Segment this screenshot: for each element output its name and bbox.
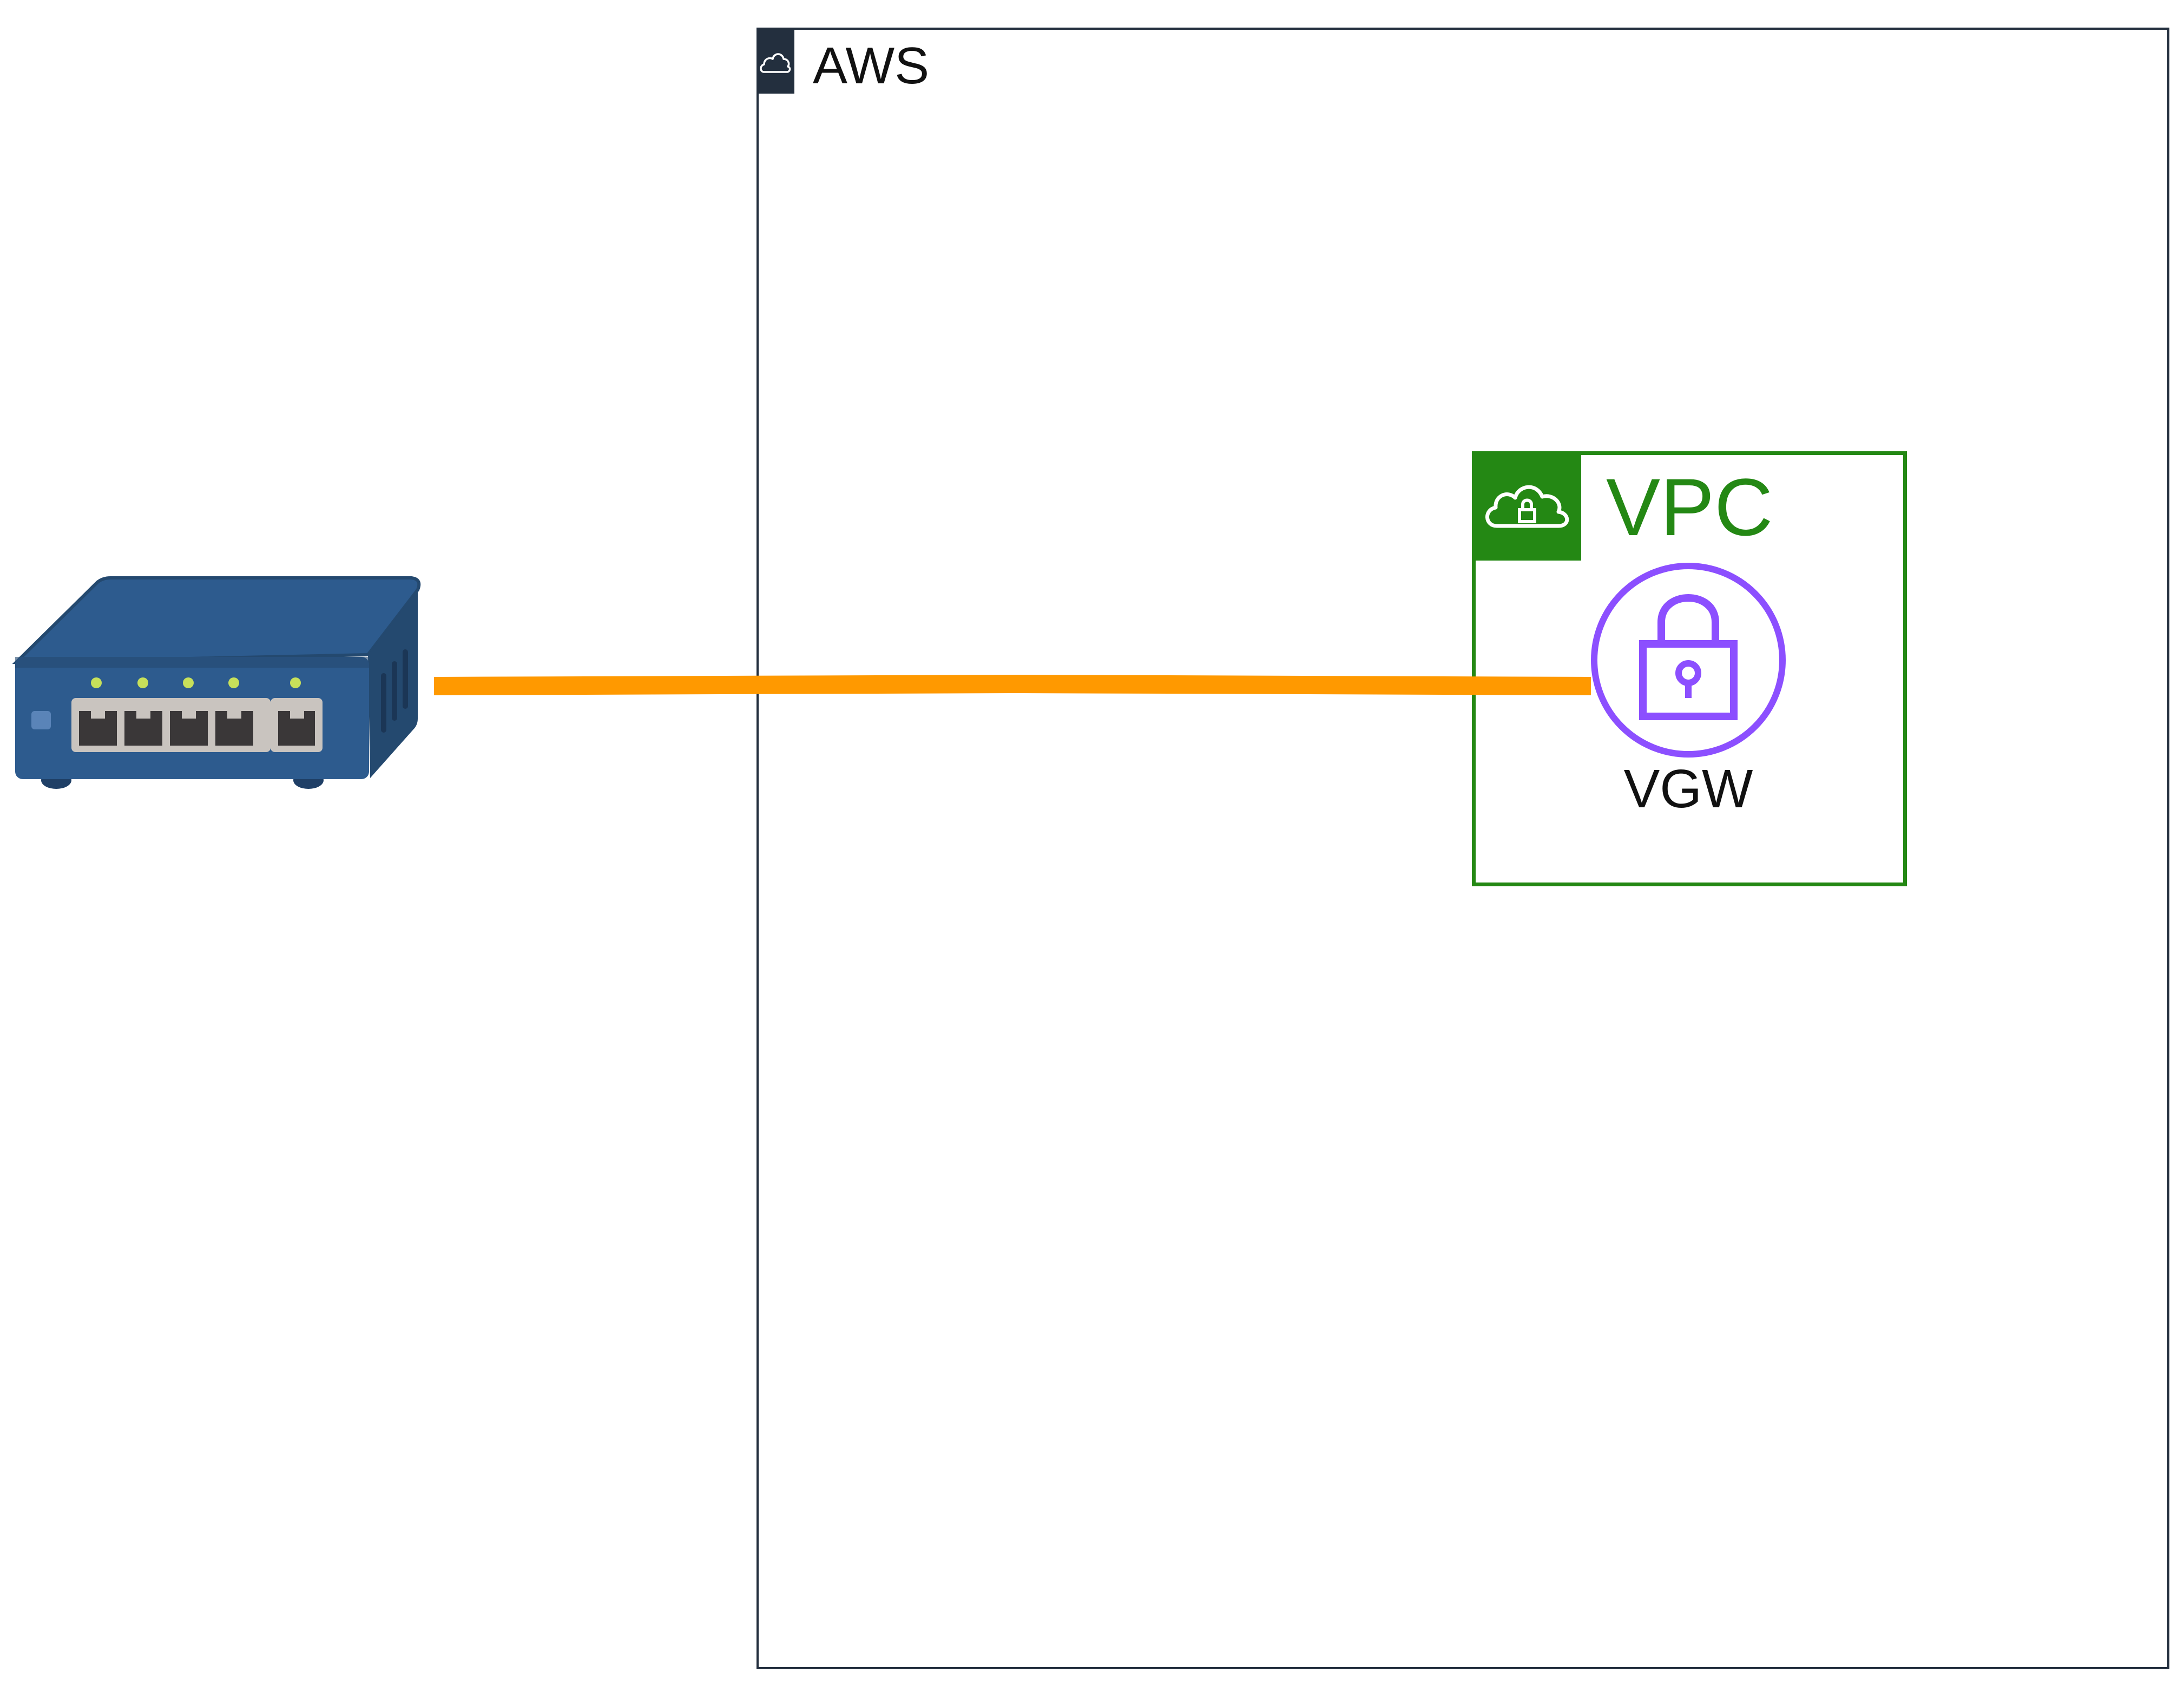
vpc-badge: [1472, 451, 1581, 561]
network-switch-icon: [12, 576, 421, 789]
cloud-lock-icon: [1485, 485, 1569, 528]
vpc-group-label: VPC: [1606, 462, 1773, 552]
cloud-icon: [760, 53, 791, 73]
aws-cloud-group: [756, 28, 2169, 1669]
aws-badge: [756, 28, 794, 94]
vgw-label: VGW: [1623, 759, 1753, 819]
vpc-group: [1472, 451, 1907, 886]
aws-group-label: AWS: [813, 37, 930, 95]
padlock-icon: [1591, 563, 1786, 758]
